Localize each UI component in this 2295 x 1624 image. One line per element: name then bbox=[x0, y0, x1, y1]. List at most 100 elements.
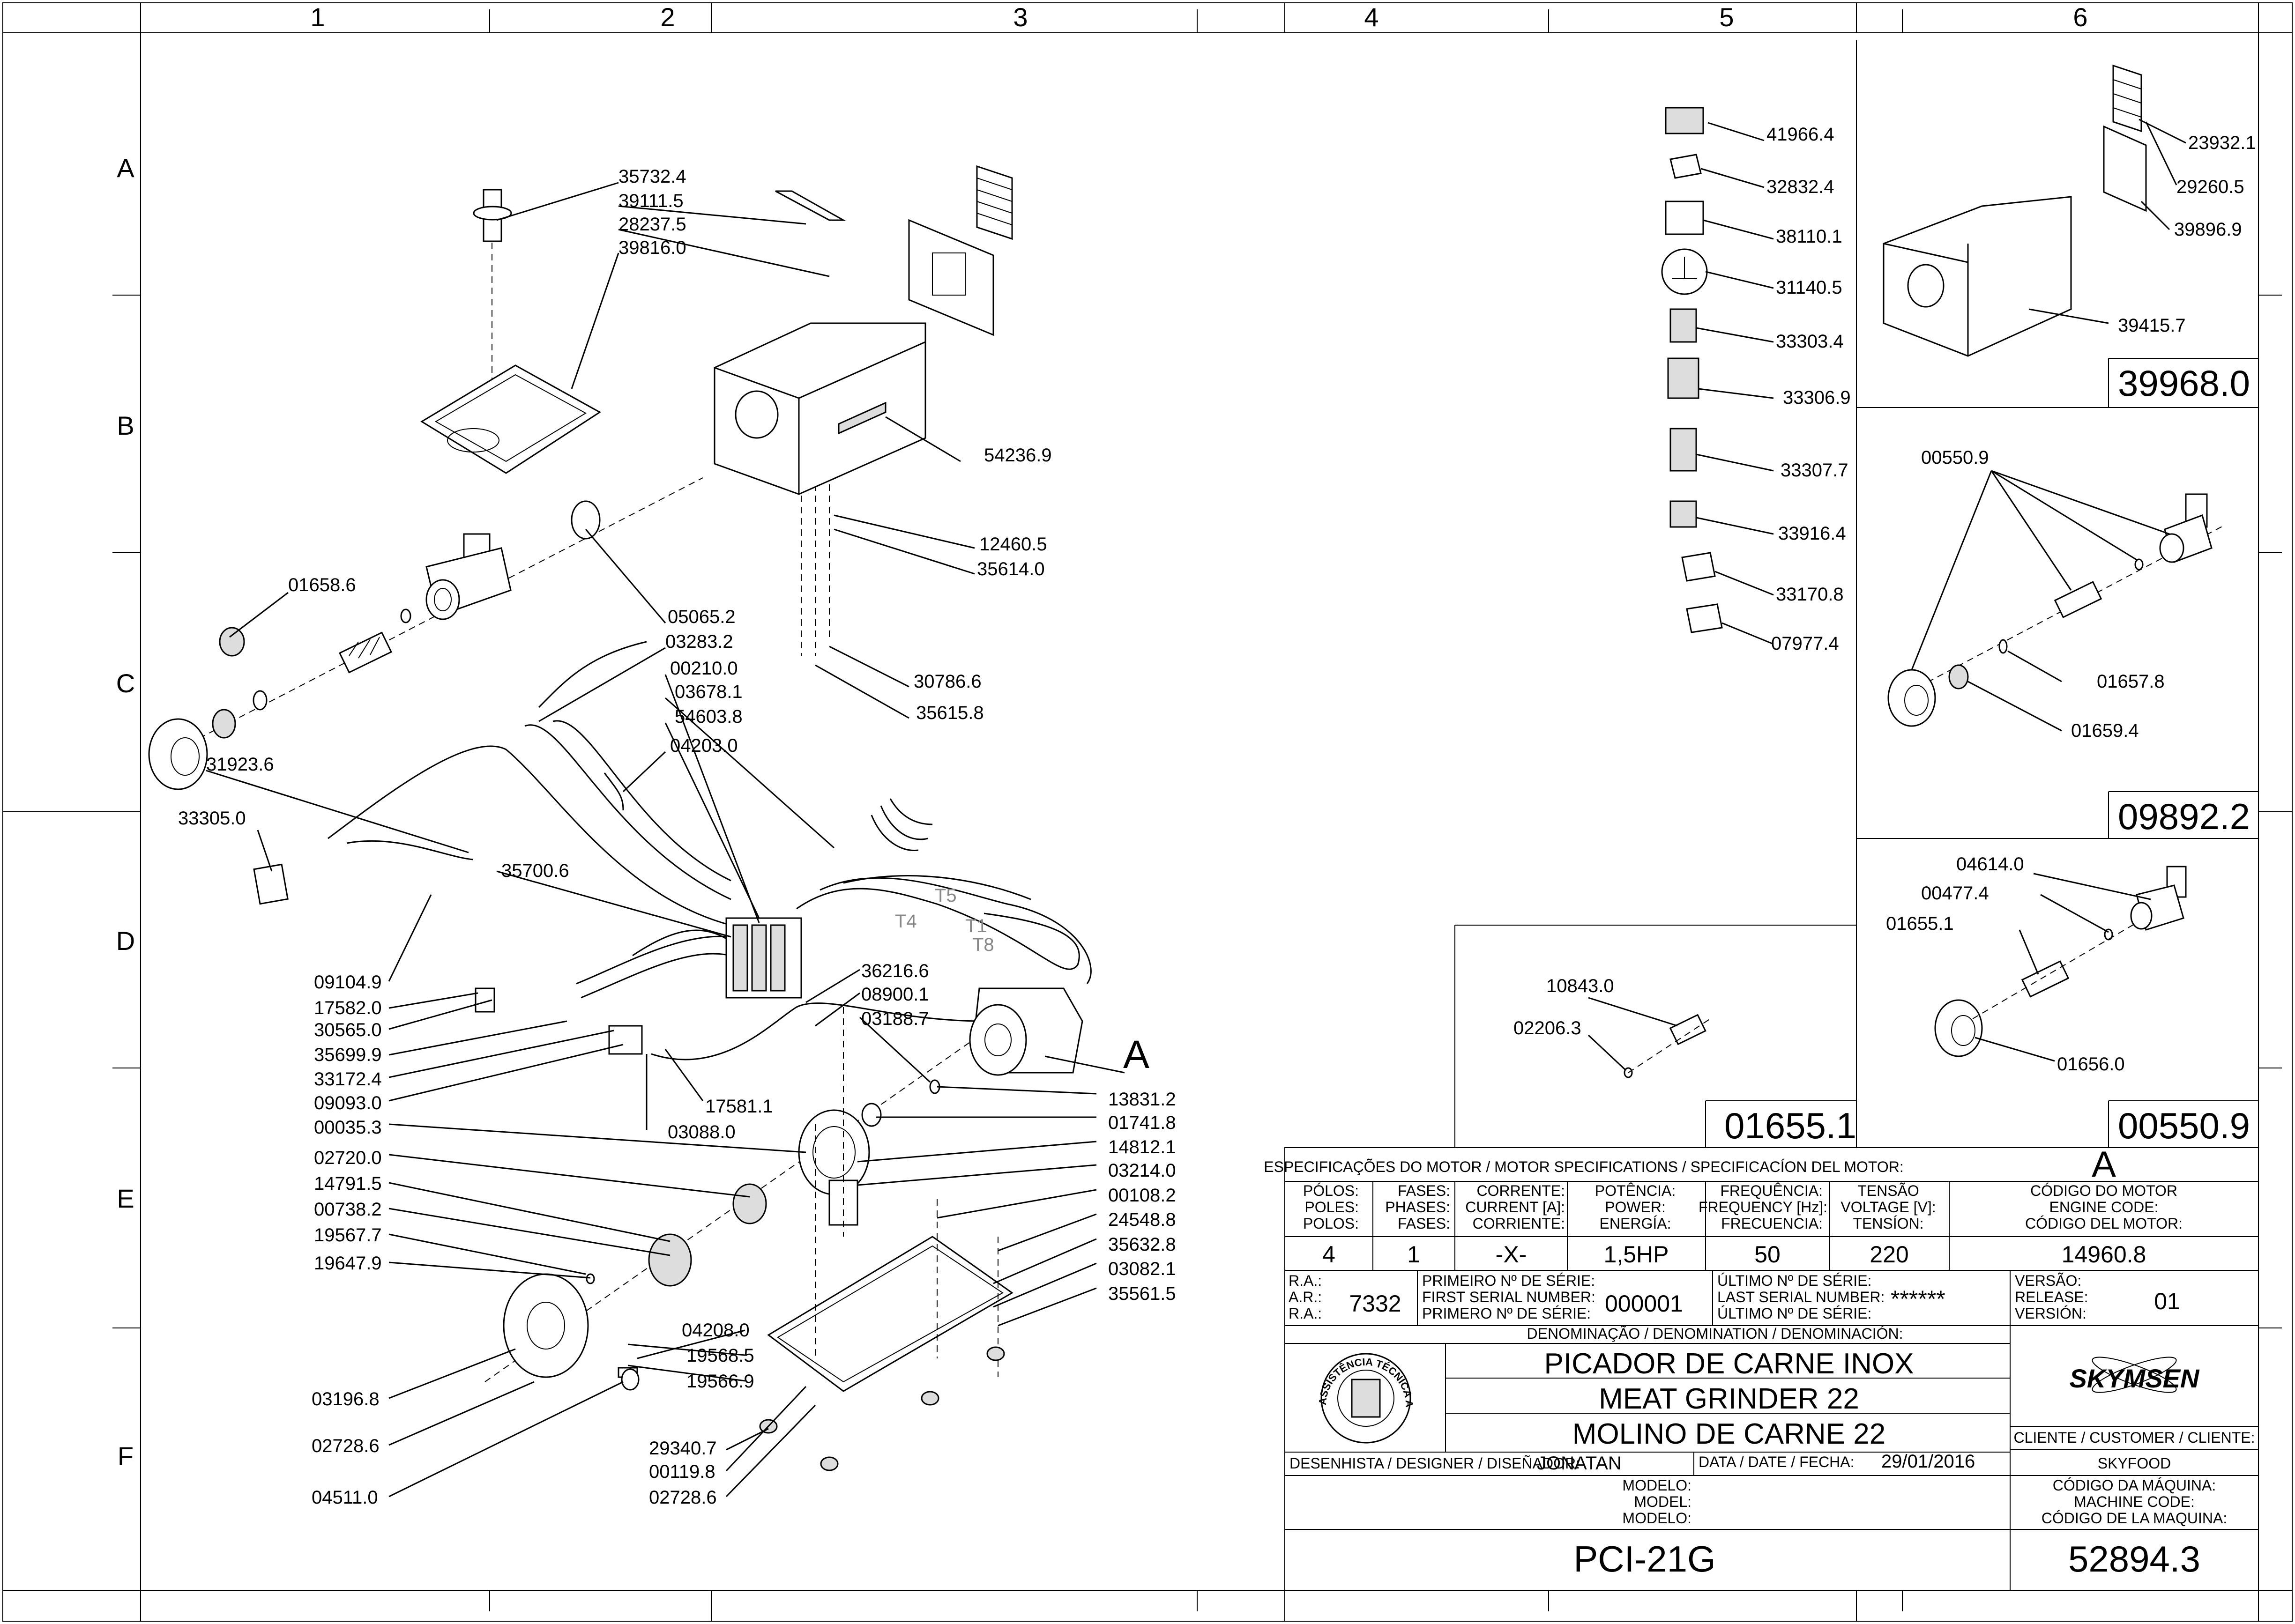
switch bbox=[475, 987, 495, 1013]
subassembly-part-label: 01656.0 bbox=[2057, 1054, 2125, 1075]
customer-label: CLIENTE / CUSTOMER / CLIENTE: bbox=[2013, 1429, 2255, 1446]
first-serial-label: PRIMEIRO Nº DE SÉRIE: bbox=[1422, 1272, 1595, 1289]
poles-label: POLOS: bbox=[1303, 1215, 1359, 1232]
part-number-label: 24548.8 bbox=[1108, 1209, 1176, 1230]
subassembly-part-label: 02206.3 bbox=[1513, 1018, 1581, 1038]
motor-callout: A bbox=[1123, 1032, 1149, 1076]
part-number-label: 00035.3 bbox=[314, 1117, 382, 1138]
poles-label: POLES: bbox=[1304, 1199, 1359, 1216]
subassembly-part-label: 01659.4 bbox=[2071, 720, 2139, 741]
column-marker: 1 bbox=[310, 2, 325, 32]
sticker-icon bbox=[1669, 154, 1702, 179]
sticker-part-label: 33306.9 bbox=[1783, 387, 1851, 408]
release-label: VERSIÓN: bbox=[2015, 1305, 2086, 1322]
part-number-label: 09104.9 bbox=[314, 972, 382, 993]
power-value: 1,5HP bbox=[1604, 1241, 1669, 1268]
subassembly-box-39968: 23932.1 29260.5 39896.9 39415.7 39968.0 bbox=[1856, 40, 2258, 408]
knob bbox=[621, 1368, 640, 1391]
part-number-label: 09093.0 bbox=[314, 1093, 382, 1113]
subassembly-part-label: 39415.7 bbox=[2118, 315, 2186, 336]
release-value: 01 bbox=[2154, 1288, 2180, 1314]
capacitor bbox=[608, 1025, 643, 1055]
subassembly-box-00550: 04614.0 00477.4 01655.1 01656.0 00550.9 bbox=[1856, 838, 2258, 1148]
part-number-label: 35632.8 bbox=[1108, 1234, 1176, 1255]
phases-label: FASES: bbox=[1398, 1182, 1450, 1199]
ra-label: R.A.: bbox=[1289, 1305, 1322, 1322]
part-number-label: 08900.1 bbox=[861, 984, 929, 1005]
part-number-label: 05065.2 bbox=[668, 607, 736, 627]
sticker-part-label: 33307.7 bbox=[1781, 460, 1848, 481]
model-label: MODEL: bbox=[1634, 1493, 1691, 1510]
part-number-label: 03196.8 bbox=[312, 1389, 380, 1409]
part-number-label: 19647.9 bbox=[314, 1253, 382, 1274]
engine-code-label: ENGINE CODE: bbox=[2049, 1199, 2159, 1216]
voltage-label: VOLTAGE [V]: bbox=[1840, 1199, 1936, 1216]
sticker-part-label: 07977.4 bbox=[1771, 633, 1839, 654]
part-number-label: 33172.4 bbox=[314, 1069, 382, 1090]
part-number-label: 00210.0 bbox=[670, 658, 738, 679]
current-label: CORRENTE: bbox=[1477, 1182, 1565, 1199]
motor-housing bbox=[714, 322, 926, 495]
part-number-label: 35700.6 bbox=[501, 860, 569, 881]
current-label: CURRENT [A]: bbox=[1465, 1199, 1565, 1216]
frequency-value: 50 bbox=[1754, 1241, 1781, 1268]
first-serial-value: 000001 bbox=[1605, 1290, 1683, 1317]
first-serial-label: PRIMERO Nº DE SÉRIE: bbox=[1422, 1305, 1591, 1322]
worm-screw bbox=[338, 631, 393, 674]
ra-value: 7332 bbox=[1349, 1290, 1401, 1317]
last-serial-value: ****** bbox=[1891, 1286, 1945, 1312]
last-serial-label: ÚLTIMO Nº DE SÉRIE: bbox=[1717, 1272, 1871, 1289]
part-number-label: 30565.0 bbox=[314, 1020, 382, 1040]
gear bbox=[648, 1233, 692, 1287]
frequency-label: FREQUÊNCIA: bbox=[1720, 1182, 1823, 1199]
row-marker: A bbox=[117, 153, 134, 183]
subassembly-part-label: 04614.0 bbox=[1956, 854, 2024, 875]
poles-label: PÓLOS: bbox=[1303, 1182, 1359, 1199]
part-number-label: 03088.0 bbox=[668, 1122, 736, 1142]
current-value: -X- bbox=[1496, 1241, 1527, 1268]
part-number-label: 00738.2 bbox=[314, 1199, 382, 1220]
rear-panel bbox=[908, 219, 994, 336]
contactor bbox=[725, 917, 802, 999]
washer bbox=[571, 500, 601, 540]
voltage-value: 220 bbox=[1870, 1241, 1908, 1268]
part-number-label: 03283.2 bbox=[665, 631, 733, 652]
bearing bbox=[861, 1103, 882, 1127]
part-labels: 35732.4 39111.5 28237.5 39816.0 54236.9 … bbox=[178, 166, 1176, 1508]
column-marker: 6 bbox=[2073, 2, 2087, 32]
svg-text:ASSISTÊNCIA TÉCNICA AUTORIZADA: ASSISTÊNCIA TÉCNICA AUTORIZADA bbox=[0, 0, 1415, 1408]
subassembly-part-label: 01657.8 bbox=[2097, 671, 2165, 692]
sticker-part-label: 33303.4 bbox=[1776, 331, 1844, 352]
grinder-head bbox=[425, 533, 512, 620]
part-number-label: 33305.0 bbox=[178, 808, 246, 829]
sticker-part-label: 32832.4 bbox=[1766, 177, 1834, 197]
wire-label: T5 bbox=[935, 885, 957, 906]
part-number-label: 35732.4 bbox=[618, 166, 686, 187]
voltage-label: TENSÍON: bbox=[1853, 1215, 1923, 1232]
engine-code-value: 14960.8 bbox=[2062, 1241, 2146, 1268]
column-marker: 4 bbox=[1364, 2, 1378, 32]
denomination-pt: PICADOR DE CARNE INOX bbox=[1544, 1348, 1914, 1380]
machine-code-label: CÓDIGO DE LA MAQUINA: bbox=[2042, 1510, 2228, 1527]
part-number-label: 17582.0 bbox=[314, 998, 382, 1018]
part-number-label: 00119.8 bbox=[649, 1461, 715, 1482]
part-number-label: 35561.5 bbox=[1108, 1283, 1176, 1304]
date-value: 29/01/2016 bbox=[1881, 1451, 1975, 1472]
base-plate bbox=[767, 1236, 1013, 1392]
skymsen-logo: SKYMSEN bbox=[2070, 1357, 2200, 1393]
sticker-icon bbox=[1686, 603, 1723, 633]
ra-label: A.R.: bbox=[1289, 1289, 1322, 1305]
seal-text: ASSISTÊNCIA TÉCNICA AUTORIZADA bbox=[0, 0, 1415, 1408]
date-label: DATA / DATE / FECHA: bbox=[1699, 1453, 1854, 1470]
part-number-label: 19566.9 bbox=[686, 1371, 754, 1392]
part-number-label: 30786.6 bbox=[914, 671, 982, 692]
subassembly-part-label: 23932.1 bbox=[2188, 133, 2256, 153]
part-number-label: 54603.8 bbox=[675, 706, 743, 727]
wire-label: T1 bbox=[965, 916, 987, 936]
warning-sticker-icon bbox=[1669, 428, 1697, 472]
part-number-label: 02728.6 bbox=[649, 1487, 717, 1508]
part-number-label: 04511.0 bbox=[312, 1487, 378, 1508]
motor bbox=[969, 987, 1083, 1076]
phases-label: PHASES: bbox=[1385, 1199, 1450, 1216]
